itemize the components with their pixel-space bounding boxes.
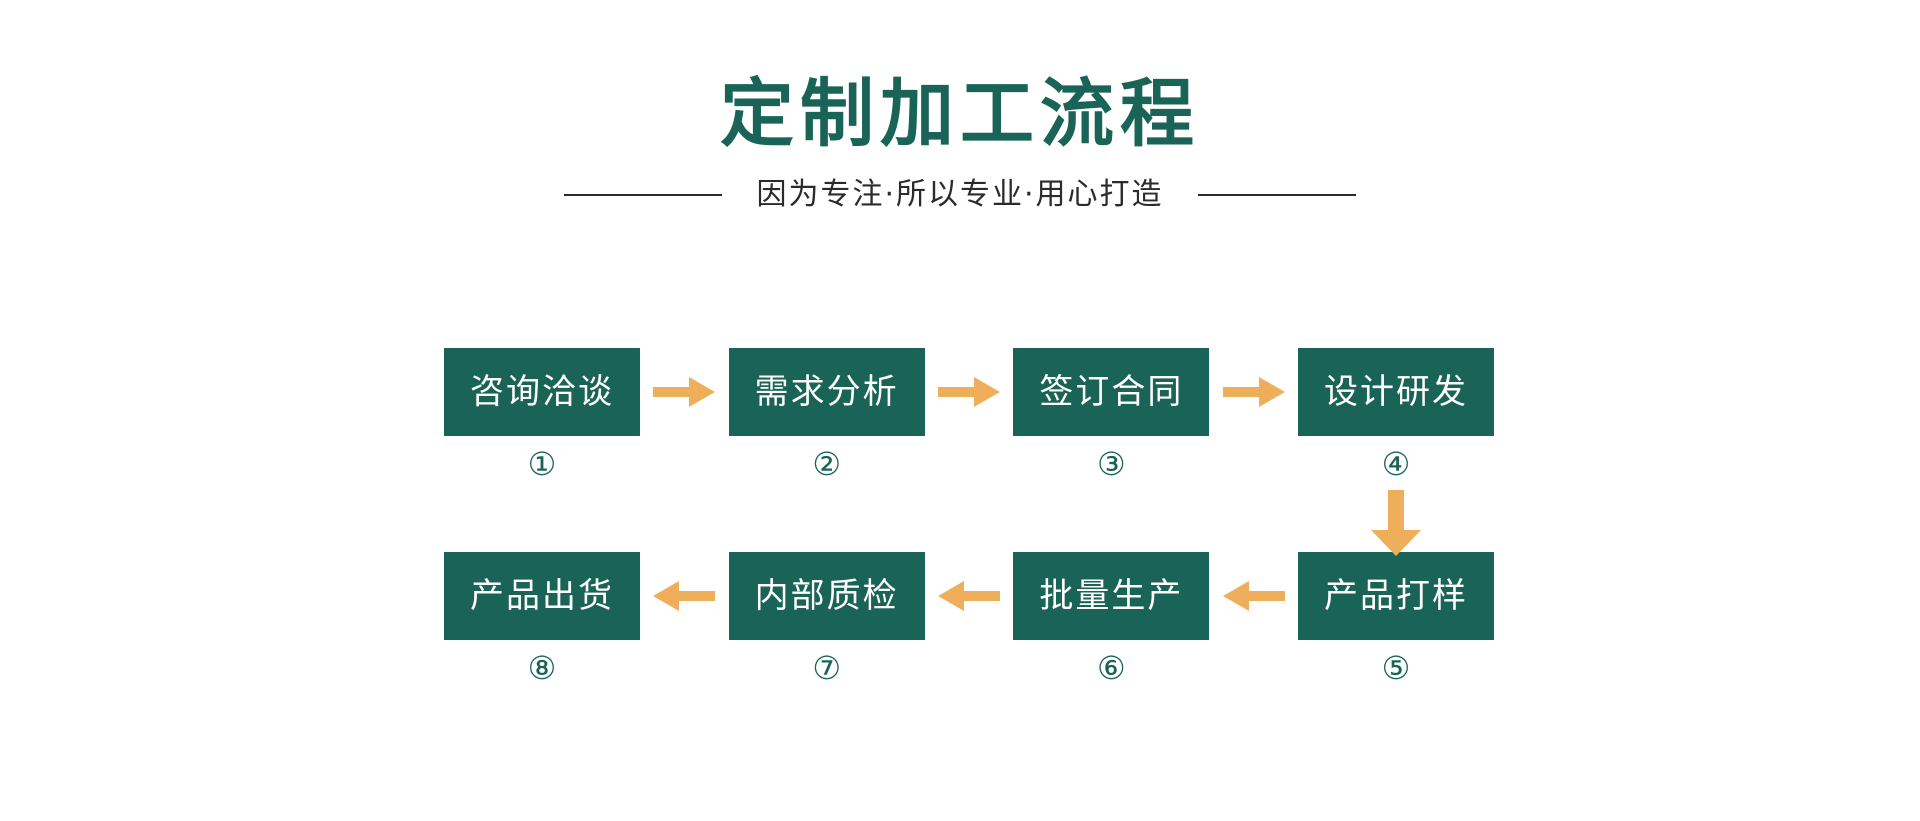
page-subtitle: 因为专注·所以专业·用心打造	[756, 176, 1164, 212]
flow-node-2[interactable]: 需求分析 ②	[728, 348, 925, 483]
flow-node-5-box[interactable]: 产品打样	[1298, 552, 1495, 640]
flow-node-1[interactable]: 咨询洽谈 ①	[444, 348, 640, 480]
flow-node-8-number: ⑧	[527, 649, 557, 687]
arrow-left-icon	[653, 581, 716, 611]
page-title: 定制加工流程	[720, 71, 1200, 157]
flow-node-8-box[interactable]: 产品出货	[444, 552, 640, 640]
flow-node-7-number: ⑦	[812, 649, 842, 687]
arrow-left-icon	[938, 581, 1000, 611]
flow-node-2-box[interactable]: 需求分析	[728, 348, 925, 436]
flow-node-7-box[interactable]: 内部质检	[728, 552, 925, 640]
flow-node-1-box[interactable]: 咨询洽谈	[444, 348, 640, 436]
arrow-left-7-to-8	[640, 552, 729, 640]
page-header: 定制加工流程 因为专注·所以专业·用心打造	[0, 0, 1920, 210]
arrow-right-icon	[938, 377, 1000, 407]
flow-node-6-box[interactable]: 批量生产	[1013, 552, 1210, 640]
arrow-right-icon	[1222, 377, 1285, 407]
flow-node-4-box[interactable]: 设计研发	[1298, 348, 1495, 436]
process-flow-diagram: 咨询洽谈 ① 需求分析 ②	[444, 348, 1495, 687]
flow-node-8[interactable]: 产品出货 ⑧	[444, 552, 640, 684]
flow-node-3-box[interactable]: 签订合同	[1013, 348, 1210, 436]
flow-node-4-label: 设计研发	[1324, 372, 1469, 412]
arrow-right-2-to-3	[925, 348, 1014, 436]
flow-node-5-label: 产品打样	[1324, 576, 1469, 616]
arrow-right-icon	[653, 377, 716, 407]
flow-node-4-number: ④	[1381, 445, 1411, 483]
arrow-left-6-to-7	[925, 552, 1014, 640]
flow-node-6-label: 批量生产	[1039, 576, 1184, 616]
flow-node-1-label: 咨询洽谈	[470, 372, 614, 412]
flow-node-2-number: ②	[812, 445, 842, 483]
flow-node-7-label: 内部质检	[754, 576, 899, 616]
flow-node-3-number: ③	[1097, 445, 1126, 483]
arrow-left-icon	[1222, 581, 1285, 611]
flow-node-5[interactable]: 产品打样 ⑤	[1298, 552, 1495, 687]
flow-node-8-label: 产品出货	[470, 576, 614, 616]
flow-node-7[interactable]: 内部质检 ⑦	[728, 552, 925, 687]
flow-node-6-number: ⑥	[1097, 649, 1126, 687]
flow-row-one: 咨询洽谈 ① 需求分析 ②	[444, 348, 1495, 483]
flow-node-1-number: ①	[527, 445, 557, 483]
flow-node-3-label: 签订合同	[1039, 372, 1184, 412]
flow-node-4[interactable]: 设计研发 ④	[1298, 348, 1495, 483]
flow-node-2-label: 需求分析	[754, 372, 899, 412]
arrow-down-4-to-5	[1371, 490, 1421, 560]
flow-node-5-number: ⑤	[1381, 649, 1411, 687]
arrow-right-3-to-4	[1209, 348, 1298, 436]
flow-node-6[interactable]: 批量生产 ⑥	[1013, 552, 1210, 687]
subtitle-rule-left	[564, 193, 723, 196]
subtitle-rule-right	[1197, 193, 1356, 196]
arrow-left-5-to-6	[1209, 552, 1298, 640]
arrow-down-icon	[1371, 490, 1421, 556]
flow-row-two: 产品出货 ⑧ 内部质检 ⑦	[444, 552, 1495, 687]
arrow-right-1-to-2	[640, 348, 729, 436]
flow-node-3[interactable]: 签订合同 ③	[1013, 348, 1210, 483]
subtitle-row: 因为专注·所以专业·用心打造	[0, 176, 1920, 212]
